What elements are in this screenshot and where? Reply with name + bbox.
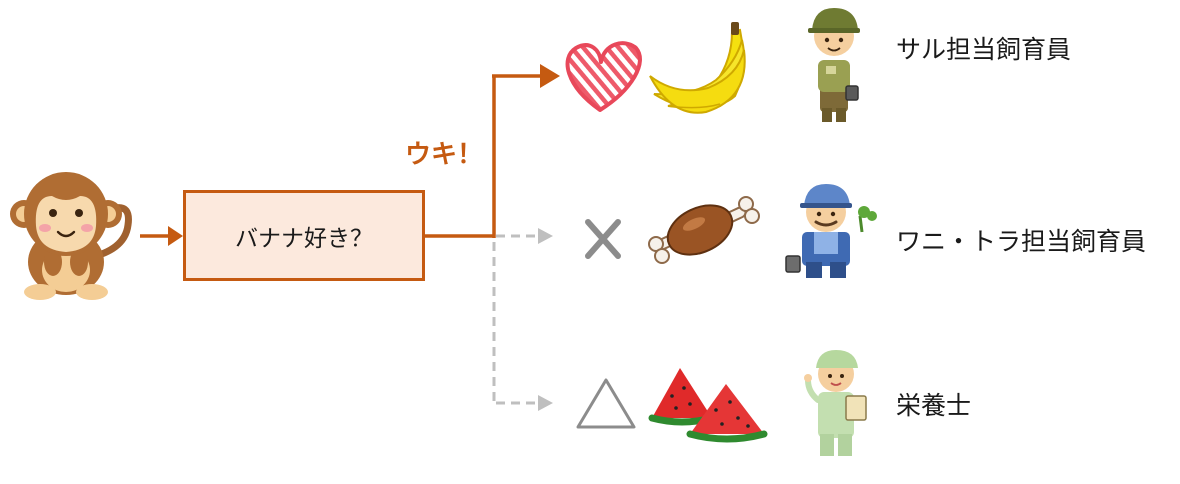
watermelon-icon bbox=[648, 368, 768, 443]
monkey-icon bbox=[10, 172, 132, 300]
croc-tiger-keeper-icon bbox=[785, 184, 877, 278]
reaction-label: ウキ！ bbox=[405, 140, 484, 170]
dietitian-icon bbox=[804, 350, 867, 456]
monkey-keeper-icon bbox=[808, 8, 860, 122]
role-label-croc-tiger-keeper: ワニ・トラ担当飼育員 bbox=[896, 227, 1147, 256]
question-text: バナナ好き？ bbox=[235, 225, 373, 252]
role-label-dietitian: 栄養士 bbox=[896, 391, 972, 420]
banana-icon bbox=[649, 22, 746, 114]
heart-icon bbox=[565, 41, 642, 112]
triangle-icon bbox=[576, 378, 636, 429]
role-label-monkey-keeper: サル担当飼育員 bbox=[896, 35, 1072, 64]
cross-icon bbox=[585, 219, 621, 259]
question-box: バナナ好き？ bbox=[183, 190, 425, 281]
connectors bbox=[140, 64, 560, 411]
meat-icon bbox=[648, 196, 760, 264]
